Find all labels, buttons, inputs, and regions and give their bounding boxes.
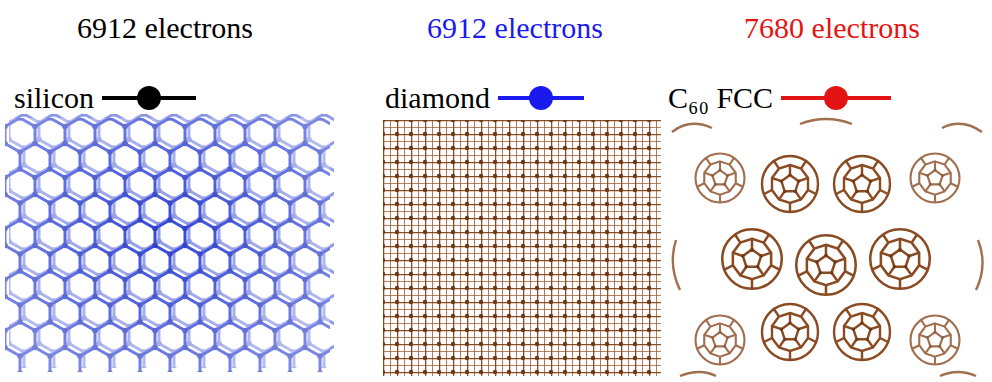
legend-marker xyxy=(498,83,584,113)
electron-count: 7680 electrons xyxy=(744,10,920,46)
legend-label: C₆₀ FCC xyxy=(668,80,773,116)
legend-label: silicon xyxy=(14,80,94,116)
legend-marker xyxy=(781,83,891,113)
legend-label: diamond xyxy=(385,80,490,116)
electron-count: 6912 electrons xyxy=(77,10,253,46)
electron-count: 6912 electrons xyxy=(427,10,603,46)
legend-marker xyxy=(102,83,196,113)
